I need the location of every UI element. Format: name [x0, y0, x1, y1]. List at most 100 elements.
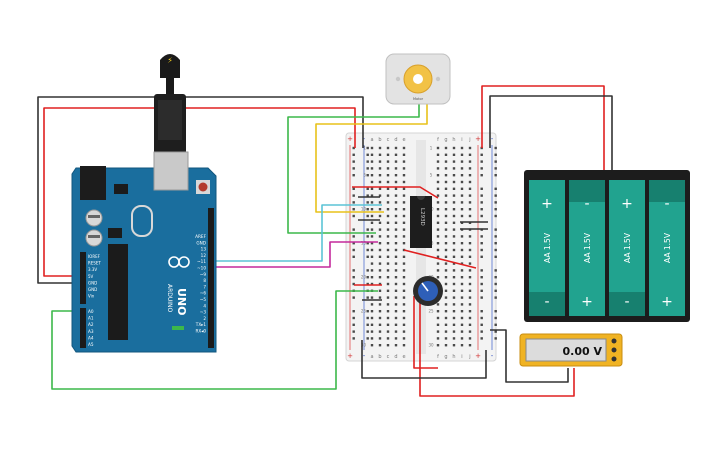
breadboard-hole[interactable]	[386, 208, 390, 211]
rail-hole[interactable]	[366, 187, 369, 190]
rail-hole[interactable]	[494, 187, 497, 190]
breadboard-hole[interactable]	[378, 310, 382, 313]
rail-hole[interactable]	[366, 235, 369, 238]
rail-hole[interactable]	[494, 201, 497, 204]
breadboard-hole[interactable]	[378, 153, 382, 156]
wire-black-top[interactable]	[37, 96, 364, 284]
breadboard-hole[interactable]	[378, 201, 382, 204]
breadboard-hole[interactable]	[460, 316, 464, 320]
breadboard-hole[interactable]	[436, 248, 440, 252]
breadboard-hole[interactable]	[452, 255, 456, 258]
breadboard-hole[interactable]	[402, 296, 406, 299]
breadboard-hole[interactable]	[386, 248, 390, 252]
breadboard-hole[interactable]	[444, 235, 448, 238]
battery-pack[interactable]: +-AA 1.5V-+AA 1.5V+-AA 1.5V-+AA 1.5V	[524, 170, 690, 322]
breadboard-hole[interactable]	[460, 282, 464, 286]
rail-hole[interactable]	[480, 187, 483, 190]
breadboard-hole[interactable]	[386, 337, 390, 340]
breadboard-hole[interactable]	[444, 255, 448, 258]
breadboard-hole[interactable]	[452, 262, 456, 265]
breadboard-hole[interactable]	[402, 262, 406, 265]
breadboard-hole[interactable]	[402, 269, 406, 272]
breadboard-hole[interactable]	[394, 344, 398, 347]
breadboard-hole[interactable]	[402, 303, 406, 306]
breadboard-hole[interactable]	[436, 208, 440, 211]
breadboard-hole[interactable]	[460, 160, 464, 163]
breadboard-hole[interactable]	[452, 221, 456, 224]
breadboard-hole[interactable]	[460, 255, 464, 258]
breadboard-hole[interactable]	[468, 262, 472, 265]
rail-hole[interactable]	[480, 289, 483, 292]
breadboard-hole[interactable]	[370, 310, 374, 313]
rail-hole[interactable]	[352, 167, 355, 170]
breadboard-hole[interactable]	[378, 262, 382, 265]
breadboard-hole[interactable]	[378, 344, 382, 347]
breadboard-hole[interactable]	[444, 303, 448, 306]
rail-hole[interactable]	[366, 248, 369, 252]
breadboard-hole[interactable]	[370, 174, 374, 177]
breadboard-hole[interactable]	[394, 180, 398, 184]
breadboard-hole[interactable]	[468, 174, 472, 177]
breadboard-hole[interactable]	[394, 248, 398, 252]
rail-hole[interactable]	[352, 160, 355, 163]
breadboard-hole[interactable]	[402, 228, 406, 231]
breadboard-hole[interactable]	[460, 180, 464, 184]
breadboard-hole[interactable]	[452, 208, 456, 211]
rail-hole[interactable]	[480, 269, 483, 272]
breadboard-hole[interactable]	[378, 235, 382, 238]
breadboard-hole[interactable]	[394, 255, 398, 258]
breadboard-hole[interactable]	[402, 255, 406, 258]
breadboard-hole[interactable]	[436, 146, 440, 150]
breadboard-hole[interactable]	[436, 276, 440, 279]
breadboard-hole[interactable]	[386, 310, 390, 313]
rail-hole[interactable]	[366, 167, 369, 170]
rail-hole[interactable]	[494, 214, 497, 218]
breadboard-hole[interactable]	[378, 276, 382, 279]
breadboard-hole[interactable]	[394, 330, 398, 333]
breadboard-hole[interactable]	[386, 303, 390, 306]
breadboard-hole[interactable]	[444, 262, 448, 265]
breadboard-hole[interactable]	[370, 303, 374, 306]
breadboard-hole[interactable]	[436, 180, 440, 184]
wire-black-battery[interactable]	[489, 95, 613, 172]
rail-hole[interactable]	[366, 228, 369, 231]
rail-hole[interactable]	[494, 160, 497, 163]
breadboard-hole[interactable]	[444, 153, 448, 156]
breadboard-hole[interactable]	[452, 282, 456, 286]
breadboard-hole[interactable]	[378, 214, 382, 218]
breadboard-hole[interactable]	[370, 316, 374, 320]
breadboard-hole[interactable]	[436, 269, 440, 272]
breadboard-hole[interactable]	[378, 180, 382, 184]
breadboard-hole[interactable]	[394, 214, 398, 218]
breadboard-hole[interactable]	[402, 330, 406, 333]
breadboard-hole[interactable]	[460, 330, 464, 333]
breadboard-hole[interactable]	[452, 214, 456, 218]
breadboard-hole[interactable]	[394, 160, 398, 163]
breadboard-hole[interactable]	[386, 242, 390, 245]
breadboard-hole[interactable]	[378, 323, 382, 326]
breadboard-hole[interactable]	[452, 167, 456, 170]
breadboard-hole[interactable]	[386, 180, 390, 184]
breadboard-hole[interactable]	[460, 289, 464, 292]
breadboard-hole[interactable]	[370, 201, 374, 204]
breadboard-hole[interactable]	[394, 221, 398, 224]
potentiometer[interactable]	[413, 276, 443, 306]
rail-hole[interactable]	[352, 174, 355, 177]
breadboard-hole[interactable]	[444, 174, 448, 177]
breadboard-hole[interactable]	[460, 276, 464, 279]
breadboard-hole[interactable]	[370, 337, 374, 340]
rail-hole[interactable]	[366, 337, 369, 340]
wire-red-meter[interactable]	[419, 300, 575, 397]
rail-hole[interactable]	[366, 316, 369, 320]
breadboard-hole[interactable]	[444, 221, 448, 224]
breadboard-hole[interactable]	[444, 201, 448, 204]
breadboard-hole[interactable]	[402, 146, 406, 150]
breadboard-hole[interactable]	[370, 160, 374, 163]
breadboard-hole[interactable]	[386, 153, 390, 156]
breadboard-hole[interactable]	[452, 296, 456, 299]
breadboard-hole[interactable]	[370, 330, 374, 333]
breadboard-hole[interactable]	[436, 316, 440, 320]
rail-hole[interactable]	[352, 269, 355, 272]
breadboard-hole[interactable]	[394, 146, 398, 150]
breadboard-hole[interactable]	[370, 248, 374, 252]
